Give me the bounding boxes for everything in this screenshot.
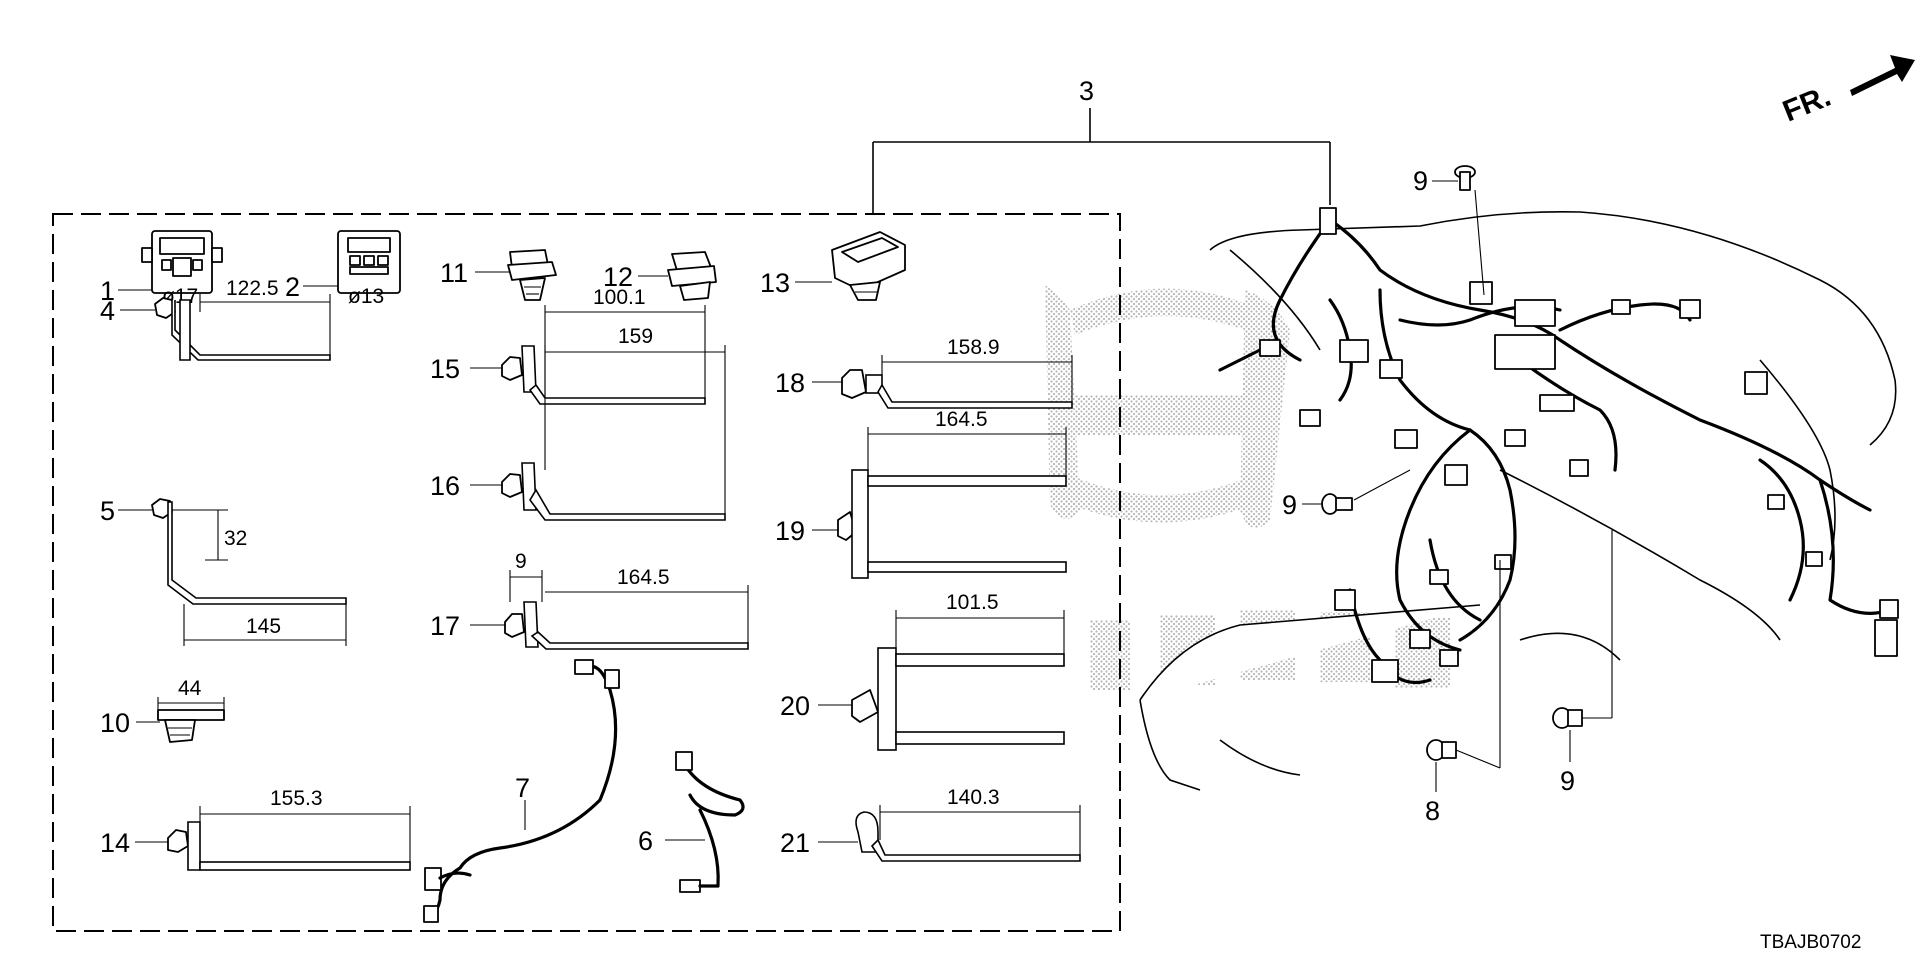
clip-part-10: 44 xyxy=(157,677,225,743)
clip-part-12 xyxy=(667,251,717,301)
harness-connectors xyxy=(1259,207,1899,683)
callout-14: 14 xyxy=(100,828,130,858)
bracket-part-4: 122.5 xyxy=(154,277,331,361)
callout-21: 21 xyxy=(780,828,810,858)
callout-18: 18 xyxy=(775,368,805,398)
band-part-14: 155.3 xyxy=(167,787,411,871)
callout-5: 5 xyxy=(100,496,115,526)
callout-12: 12 xyxy=(603,262,633,292)
band-part-15: 100.1 xyxy=(501,286,706,405)
diameter-label-2: ø13 xyxy=(348,285,384,308)
callout-11: 11 xyxy=(440,258,468,288)
dimension-p20-length: 101.5 xyxy=(946,591,999,614)
callout-10: 10 xyxy=(100,708,130,738)
diagram-code: TBAJB0702 xyxy=(1760,932,1861,953)
connector-part-1: ø17 xyxy=(141,230,223,308)
callout-8: 8 xyxy=(1425,796,1440,826)
sub-harness-part-6 xyxy=(675,751,745,893)
band-part-21: 140.3 xyxy=(855,786,1081,862)
callout-16: 16 xyxy=(430,471,460,501)
callout-3-bracket xyxy=(872,108,1331,214)
bolt-part-9-top xyxy=(1454,165,1476,191)
dimension-p19-length: 164.5 xyxy=(935,408,988,431)
tie-part-19: 164.5 xyxy=(837,408,1067,579)
dimension-p16-length: 159 xyxy=(618,325,653,348)
front-direction-label: FR. xyxy=(1778,80,1835,129)
front-direction-arrow-icon: FR. xyxy=(1778,55,1915,128)
bracket-part-5: 32 145 xyxy=(151,498,347,646)
clip-part-11 xyxy=(507,249,557,301)
tie-part-20: 101.5 xyxy=(851,591,1065,751)
callout-13: 13 xyxy=(760,268,790,298)
sub-harness-part-7 xyxy=(423,659,620,923)
dimension-p15-length: 100.1 xyxy=(593,286,646,309)
kit-border xyxy=(52,213,1121,932)
dimension-p4-length: 122.5 xyxy=(226,277,279,300)
bolt-part-9-right xyxy=(1552,707,1583,729)
callout-1: 1 xyxy=(100,276,115,306)
callout-9-right: 9 xyxy=(1560,766,1575,796)
band-part-18: 158.9 xyxy=(841,336,1073,409)
dimension-p21-length: 140.3 xyxy=(947,786,1000,809)
callout-7: 7 xyxy=(515,773,530,803)
dimension-p17-length: 164.5 xyxy=(617,566,670,589)
callout-15: 15 xyxy=(430,354,460,384)
dimension-p10-length: 44 xyxy=(178,677,202,700)
callout-6: 6 xyxy=(638,826,653,856)
callout-20: 20 xyxy=(780,691,810,721)
bolt-part-9-left xyxy=(1321,493,1353,515)
callout-19: 19 xyxy=(775,516,805,546)
callout-17: 17 xyxy=(430,611,460,641)
connector-part-2: ø13 xyxy=(337,230,401,308)
band-part-16: 159 xyxy=(501,325,726,521)
band-part-17: 9 164.5 xyxy=(504,550,749,650)
callout-9-left: 9 xyxy=(1282,490,1297,520)
dimension-p5-length: 145 xyxy=(246,615,281,638)
clip-part-13 xyxy=(831,231,906,301)
callout-2: 2 xyxy=(285,272,300,302)
dimension-p5-height: 32 xyxy=(224,527,247,550)
callout-4: 4 xyxy=(100,296,115,326)
callout-9-top: 9 xyxy=(1413,166,1428,196)
dimension-p18-length: 158.9 xyxy=(947,336,1000,359)
dimension-p17-offset: 9 xyxy=(515,550,527,573)
dimension-p14-length: 155.3 xyxy=(270,787,323,810)
callout-3: 3 xyxy=(1079,76,1094,106)
bolt-part-8 xyxy=(1426,739,1457,761)
main-wire-harness xyxy=(1218,207,1899,685)
